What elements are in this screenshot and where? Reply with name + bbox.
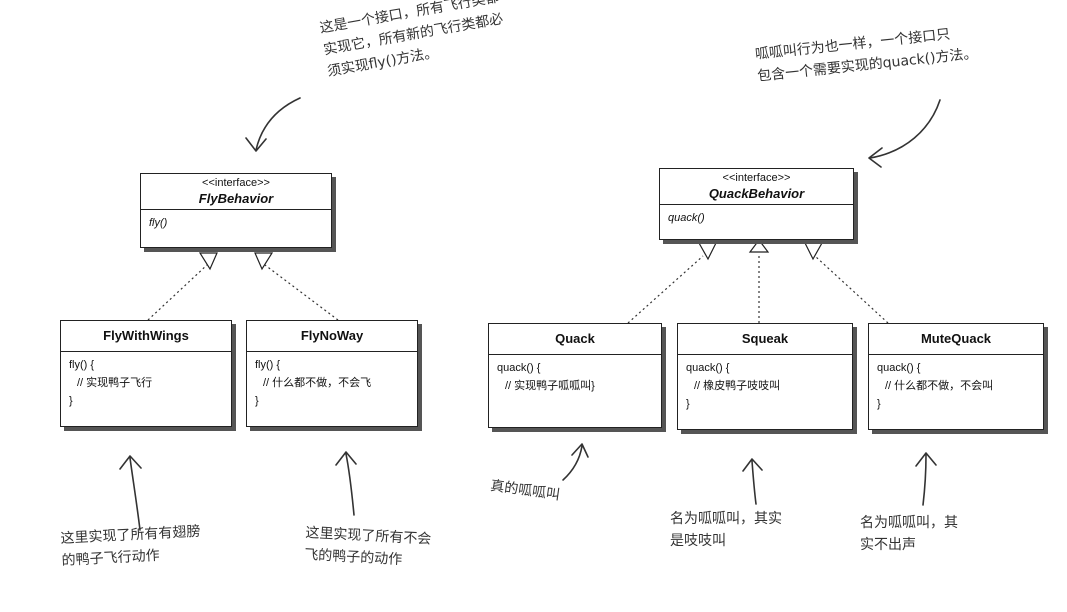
note-arrow-fly-interface bbox=[245, 97, 301, 152]
realization-arrowhead-quack bbox=[697, 242, 717, 261]
quack-line1: quack() { bbox=[497, 362, 541, 374]
flybehavior-interface-box: <<interface>> FlyBehavior fly() bbox=[140, 173, 332, 248]
realization-arrowhead-flynoway bbox=[254, 252, 274, 271]
flywithwings-name: FlyWithWings bbox=[103, 328, 189, 343]
squeak-line1: quack() { bbox=[686, 362, 730, 374]
quack-class-box: Quack quack() { // 实现鸭子呱呱叫} bbox=[488, 323, 662, 428]
flywithwings-line2: // 实现鸭子飞行 bbox=[77, 377, 153, 389]
mutequack-class-box: MuteQuack quack() { // 什么都不做，不会叫 } bbox=[868, 323, 1044, 430]
realization-arrowhead-squeak bbox=[748, 239, 770, 253]
mutequack-name: MuteQuack bbox=[920, 331, 992, 346]
note-arrow-mutequack bbox=[915, 452, 937, 506]
note-arrow-quack bbox=[562, 443, 589, 481]
note-squeak-line2: 是吱吱叫 bbox=[670, 533, 726, 549]
realization-arrowhead-mutequack bbox=[804, 242, 824, 261]
note-mutequack: 名为呱呱叫，其 实不出声 bbox=[860, 512, 958, 556]
note-arrow-flywithwings bbox=[119, 455, 142, 531]
flynoway-line2: // 什么都不做，不会飞 bbox=[263, 377, 372, 389]
flybehavior-method: fly() bbox=[149, 217, 168, 229]
squeak-name: Squeak bbox=[741, 331, 789, 346]
note-squeak: 名为呱呱叫，其实 是吱吱叫 bbox=[670, 508, 782, 552]
realization-line-quack bbox=[627, 255, 704, 324]
note-mutequack-line1: 名为呱呱叫，其 bbox=[860, 515, 958, 531]
flywithwings-line1: fly() { bbox=[69, 359, 95, 371]
quack-line2: // 实现鸭子呱呱叫} bbox=[505, 380, 595, 392]
squeak-line2: // 橡皮鸭子吱吱叫 bbox=[694, 380, 781, 392]
note-arrow-quack-interface bbox=[868, 99, 941, 168]
note-flywithwings: 这里实现了所有有翅膀 的鸭子飞行动作 bbox=[60, 521, 202, 572]
flywithwings-class-box: FlyWithWings fly() { // 实现鸭子飞行 } bbox=[60, 320, 232, 427]
flybehavior-name: FlyBehavior bbox=[198, 191, 274, 206]
quackbehavior-stereotype: <<interface>> bbox=[722, 172, 791, 184]
realization-line-flywithwings bbox=[147, 264, 208, 321]
mutequack-line1: quack() { bbox=[877, 362, 921, 374]
quackbehavior-interface-box: <<interface>> QuackBehavior quack() bbox=[659, 168, 854, 240]
note-flynoway: 这里实现了所有不会 飞的鸭子的动作 bbox=[304, 522, 432, 573]
flynoway-line3: } bbox=[255, 395, 259, 407]
note-arrow-squeak bbox=[742, 458, 763, 505]
quackbehavior-name: QuackBehavior bbox=[708, 186, 805, 201]
realization-arrowhead-flywithwings bbox=[198, 252, 218, 271]
note-mutequack-line2: 实不出声 bbox=[860, 537, 916, 553]
note-arrow-flynoway bbox=[335, 451, 357, 516]
realization-line-mutequack bbox=[814, 255, 889, 324]
quackbehavior-method: quack() bbox=[668, 212, 705, 224]
quack-name: Quack bbox=[555, 331, 595, 346]
realization-line-flynoway bbox=[264, 264, 339, 321]
flynoway-class-box: FlyNoWay fly() { // 什么都不做，不会飞 } bbox=[246, 320, 418, 427]
squeak-line3: } bbox=[686, 398, 690, 410]
squeak-class-box: Squeak quack() { // 橡皮鸭子吱吱叫 } bbox=[677, 323, 853, 430]
flynoway-name: FlyNoWay bbox=[300, 328, 364, 343]
flywithwings-line3: } bbox=[69, 395, 73, 407]
flybehavior-stereotype: <<interface>> bbox=[202, 177, 270, 189]
flynoway-line1: fly() { bbox=[255, 359, 281, 371]
mutequack-line3: } bbox=[877, 398, 881, 410]
note-squeak-line1: 名为呱呱叫，其实 bbox=[670, 511, 782, 527]
mutequack-line2: // 什么都不做，不会叫 bbox=[885, 380, 994, 392]
